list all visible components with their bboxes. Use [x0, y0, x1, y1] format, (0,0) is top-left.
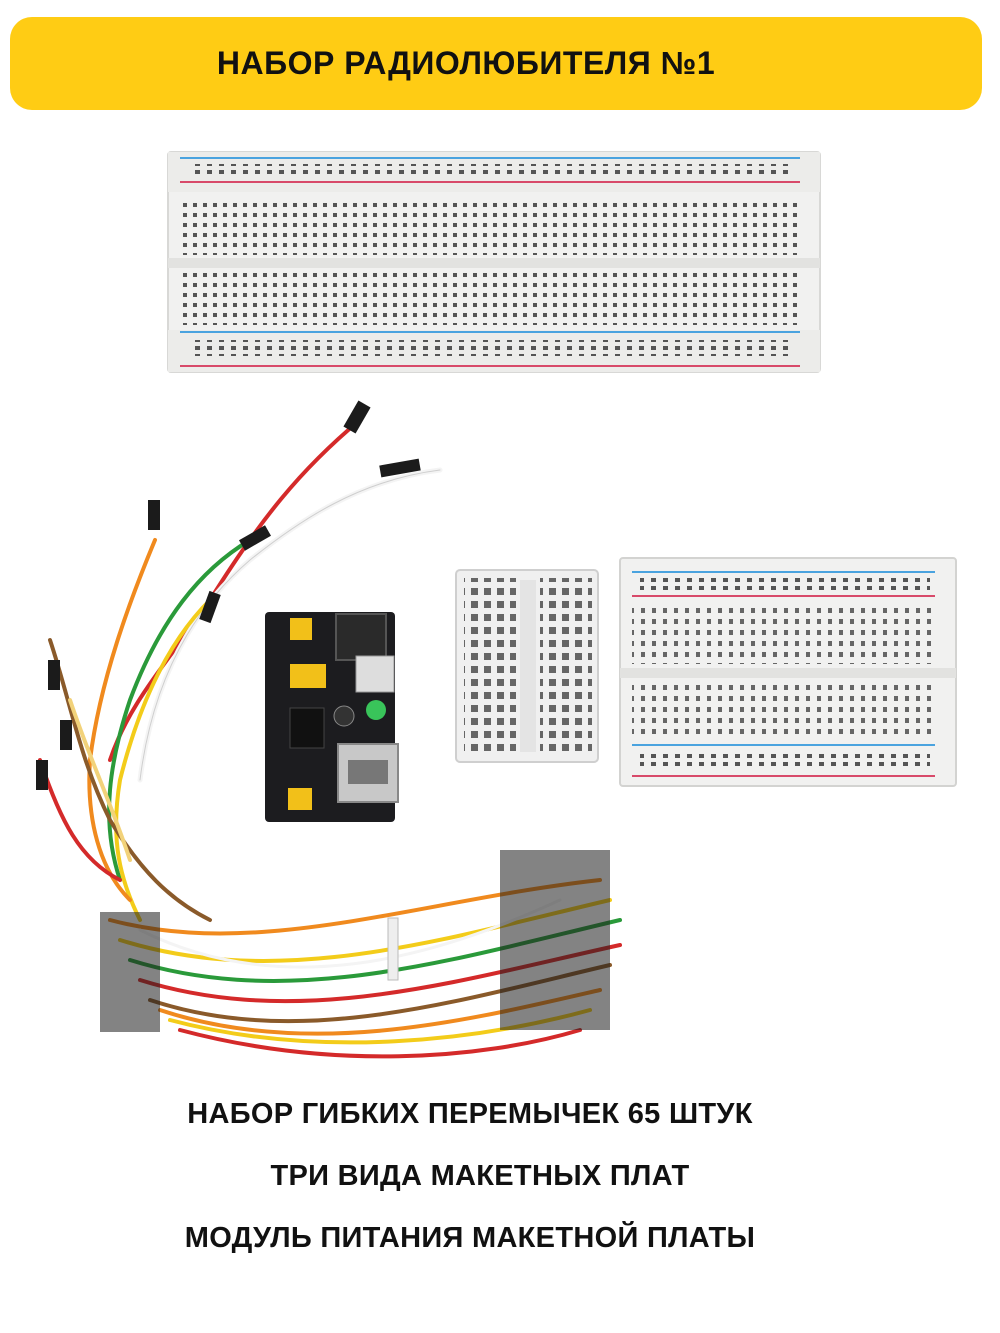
caption-power-module: МОДУЛЬ ПИТАНИЯ МАКЕТНОЙ ПЛАТЫ — [184, 1222, 756, 1254]
power-module — [265, 612, 399, 822]
title-banner: НАБОР РАДИОЛЮБИТЕЛЯ №1 — [10, 17, 982, 110]
caption-jumpers: НАБОР ГИБКИХ ПЕРЕМЫЧЕК 65 ШТУК — [187, 1098, 753, 1130]
large-breadboard — [167, 151, 821, 373]
page-title: НАБОР РАДИОЛЮБИТЕЛЯ №1 — [216, 45, 716, 81]
caption-breadboards: ТРИ ВИДА МАКЕТНЫХ ПЛАТ — [270, 1160, 690, 1192]
jumper-wires — [36, 400, 443, 922]
half-breadboard — [619, 557, 957, 787]
mini-breadboard — [455, 569, 599, 763]
jumper-bundle — [100, 850, 622, 1059]
